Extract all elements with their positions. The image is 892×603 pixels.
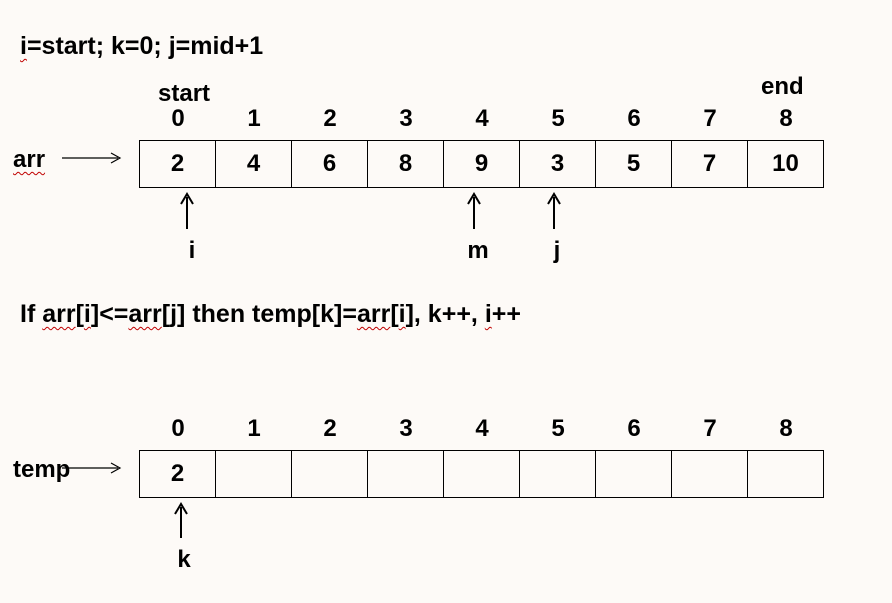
init-statement: i=start; k=0; j=mid+1 [20, 34, 263, 59]
rule-part: ++ [491, 300, 521, 328]
arr-index: 3 [399, 105, 413, 132]
arr-index: 6 [627, 105, 641, 132]
temp-index: 3 [399, 415, 413, 442]
pointer-label-j: j [553, 237, 561, 264]
up-arrow-icon [174, 502, 188, 538]
up-arrow-icon [180, 192, 194, 229]
pointer-label-k: k [177, 546, 191, 573]
arr-index: 7 [703, 105, 717, 132]
arr-index: 4 [475, 105, 489, 132]
arr-index: 1 [247, 105, 261, 132]
rule-part: [ [75, 300, 84, 328]
arr-cell: 6 [292, 140, 368, 188]
rule-part: ]<= [90, 300, 129, 328]
temp-index: 6 [627, 415, 641, 442]
arr-cells: 2 4 6 8 9 3 5 7 10 [139, 140, 824, 188]
rule-part: i [83, 300, 91, 328]
arr-label: arr [13, 146, 46, 173]
temp-label: temp [13, 456, 71, 483]
up-arrow-icon [547, 192, 561, 229]
arr-cell: 4 [216, 140, 292, 188]
arr-cell: 9 [444, 140, 520, 188]
temp-index: 7 [703, 415, 717, 442]
temp-index: 8 [779, 415, 793, 442]
arr-cell: 10 [748, 140, 824, 188]
arr-index: 2 [323, 105, 337, 132]
temp-index: 5 [551, 415, 565, 442]
up-arrow-icon [467, 192, 481, 229]
arr-cell: 5 [596, 140, 672, 188]
temp-index: 2 [323, 415, 337, 442]
temp-cells: 2 [139, 450, 824, 498]
rule-part: If [20, 300, 43, 328]
rule-part: arr [42, 300, 76, 328]
temp-index: 1 [247, 415, 261, 442]
arr-cell: 2 [140, 140, 216, 188]
temp-cell [748, 450, 824, 498]
init-var-i: i [20, 32, 27, 60]
rule-part: [j] then temp[k]= [161, 300, 357, 328]
arr-index: 8 [779, 105, 793, 132]
rule-part: [ [390, 300, 399, 328]
arr-end-label: end [761, 73, 804, 100]
rule-part: ], k++, [405, 300, 485, 328]
arr-start-label: start [158, 80, 211, 107]
rule-statement: If arr[i]<=arr[j] then temp[k]=arr[i], k… [20, 302, 521, 327]
rule-part: i [398, 300, 406, 328]
pointer-label-m: m [467, 237, 489, 264]
temp-cell [444, 450, 520, 498]
temp-cell [368, 450, 444, 498]
rule-part: arr [356, 300, 391, 328]
temp-cell [672, 450, 748, 498]
temp-cell [520, 450, 596, 498]
temp-arrow-icon [62, 462, 122, 474]
arr-cell: 8 [368, 140, 444, 188]
arr-index: 0 [171, 105, 185, 132]
rule-part: i [484, 300, 492, 328]
rule-part: arr [128, 300, 162, 328]
temp-cell: 2 [140, 450, 216, 498]
temp-cell [596, 450, 672, 498]
temp-index: 4 [475, 415, 489, 442]
init-rest: =start; k=0; j=mid+1 [26, 32, 264, 60]
temp-index: 0 [171, 415, 185, 442]
temp-cell [216, 450, 292, 498]
arr-cell: 7 [672, 140, 748, 188]
arr-cell: 3 [520, 140, 596, 188]
arr-index: 5 [551, 105, 565, 132]
pointer-label-i: i [188, 237, 196, 264]
arr-arrow-icon [62, 152, 122, 164]
temp-cell [292, 450, 368, 498]
